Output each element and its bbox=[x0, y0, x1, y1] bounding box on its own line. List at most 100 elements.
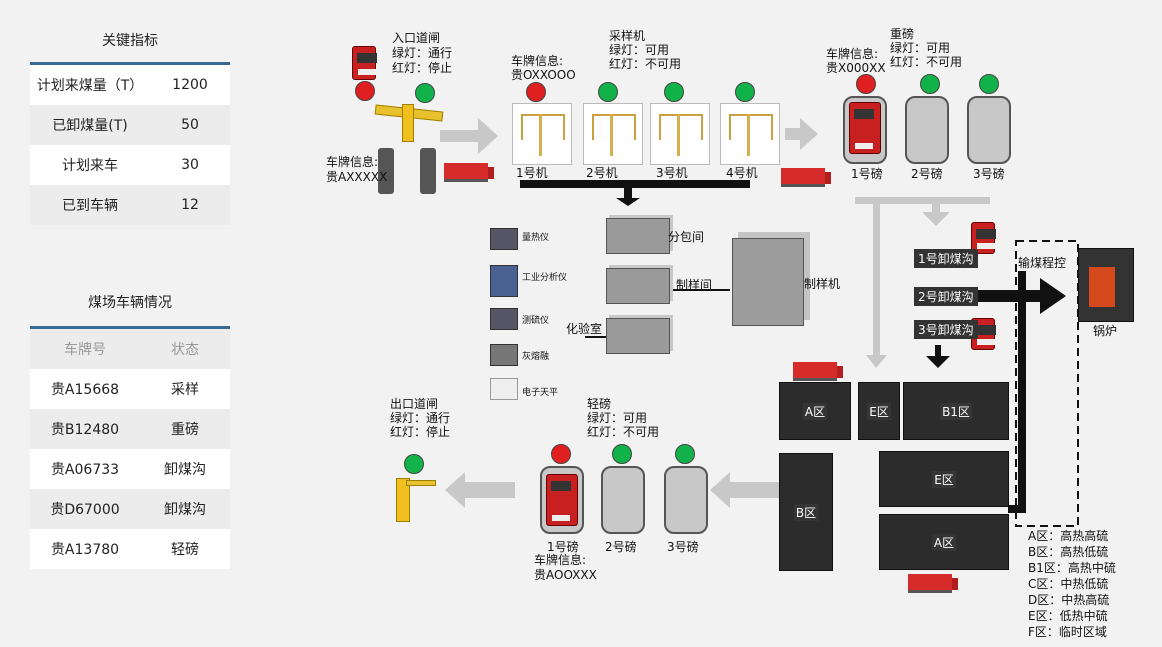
zone-a2[interactable]: A区 bbox=[879, 514, 1009, 570]
sampler-machine-icon[interactable] bbox=[720, 103, 780, 165]
truck-icon bbox=[352, 46, 377, 80]
green-light-icon bbox=[612, 444, 632, 464]
sample-machine-icon[interactable] bbox=[732, 238, 804, 326]
kpi-label: 计划来车 bbox=[62, 158, 118, 174]
status-cell: 重磅 bbox=[171, 422, 199, 438]
sampler-machine-icon[interactable] bbox=[512, 103, 572, 165]
plate-cell: 贵D67000 bbox=[50, 502, 120, 518]
scale-icon[interactable] bbox=[664, 466, 708, 534]
arrow-left bbox=[445, 472, 515, 508]
table-row[interactable]: 贵A13780 轻磅 bbox=[30, 529, 230, 569]
plate-cell: 贵A15668 bbox=[50, 382, 120, 398]
machine-label: 1号机 bbox=[516, 166, 548, 180]
sampler-machine-icon[interactable] bbox=[650, 103, 710, 165]
entry-plate: 贵AXXXXX bbox=[326, 170, 388, 184]
red-light-icon bbox=[526, 82, 546, 102]
green-light-icon bbox=[979, 74, 999, 94]
scale-icon[interactable] bbox=[967, 96, 1011, 164]
pit-label[interactable]: 3号卸煤沟 bbox=[914, 320, 978, 339]
scale-icon[interactable] bbox=[905, 96, 949, 164]
green-light-icon bbox=[675, 444, 695, 464]
status-cell: 卸煤沟 bbox=[164, 462, 206, 478]
light-scale-red: 红灯：不可用 bbox=[587, 425, 660, 439]
prep-room-label: 制样间 bbox=[676, 278, 713, 292]
heavy-scale-green: 绿灯：可用 bbox=[890, 41, 951, 55]
prep-room-icon[interactable] bbox=[606, 268, 670, 304]
arrow-down bbox=[922, 200, 950, 226]
gate-barrier-icon bbox=[406, 480, 436, 486]
green-light-icon bbox=[404, 454, 424, 474]
zone-b[interactable]: B区 bbox=[779, 453, 833, 571]
heavy-plate: 贵X000XX bbox=[826, 61, 886, 75]
zone-e[interactable]: E区 bbox=[858, 382, 900, 440]
heavy-scale-title: 重磅 bbox=[890, 27, 915, 41]
scale-label: 1号磅 bbox=[851, 167, 883, 181]
truck-icon bbox=[971, 222, 996, 254]
status-cell: 卸煤沟 bbox=[164, 502, 206, 518]
plate-cell: 贵A13780 bbox=[50, 542, 120, 558]
pit-label[interactable]: 1号卸煤沟 bbox=[914, 249, 978, 268]
down-line bbox=[873, 197, 880, 357]
gate-post-icon bbox=[402, 104, 414, 142]
arrow-left bbox=[710, 472, 780, 508]
lab-room-icon[interactable] bbox=[606, 318, 670, 354]
heavy-plate-label: 车牌信息: bbox=[826, 47, 879, 61]
kpi-row: 已卸煤量(T)50 bbox=[30, 105, 230, 145]
light-scale-green: 绿灯：可用 bbox=[587, 411, 648, 425]
boiler-icon[interactable] bbox=[1078, 248, 1134, 322]
arrow-right bbox=[440, 118, 498, 154]
pack-room-icon[interactable] bbox=[606, 218, 670, 254]
entry-gate-green: 绿灯：通行 bbox=[392, 46, 453, 60]
light-scale-title: 轻磅 bbox=[587, 397, 612, 411]
machine-label: 4号机 bbox=[726, 166, 758, 180]
sampler-machine-icon[interactable] bbox=[583, 103, 643, 165]
arrow-down bbox=[616, 188, 640, 206]
sample-machine-label: 制样机 bbox=[804, 277, 841, 291]
heavy-scale-red: 红灯：不可用 bbox=[890, 55, 963, 69]
red-light-icon bbox=[551, 444, 571, 464]
gate-post-icon bbox=[396, 478, 410, 522]
light-plate: 贵AOOXXX bbox=[534, 568, 597, 582]
green-light-icon bbox=[735, 82, 755, 102]
sampler-title: 采样机 bbox=[609, 29, 646, 43]
lab-room-label: 化验室 bbox=[566, 322, 603, 336]
table-row[interactable]: 贵D67000 卸煤沟 bbox=[30, 489, 230, 529]
pack-room-label: 分包间 bbox=[668, 230, 705, 244]
table-row[interactable]: 贵A06733 卸煤沟 bbox=[30, 449, 230, 489]
scale-icon[interactable] bbox=[601, 466, 645, 534]
red-light-icon bbox=[856, 74, 876, 94]
scale-label: 2号磅 bbox=[605, 540, 637, 554]
status-cell: 轻磅 bbox=[171, 542, 199, 558]
plate-cell: 贵A06733 bbox=[50, 462, 120, 478]
zone-b1[interactable]: B1区 bbox=[903, 382, 1009, 440]
instrument-label: 工业分析仪 bbox=[522, 273, 568, 283]
zone-a[interactable]: A区 bbox=[779, 382, 851, 440]
machine-label: 3号机 bbox=[656, 166, 688, 180]
dashed-box bbox=[1015, 240, 1079, 527]
entry-plate-label: 车牌信息: bbox=[326, 155, 379, 169]
pit-label[interactable]: 2号卸煤沟 bbox=[914, 287, 978, 306]
zone-e2[interactable]: E区 bbox=[879, 451, 1009, 507]
boiler-label: 锅炉 bbox=[1093, 324, 1118, 338]
kpi-value: 30 bbox=[181, 157, 199, 173]
vehicles-header: 车牌号状态 bbox=[30, 329, 230, 369]
table-row[interactable]: 贵A15668 采样 bbox=[30, 369, 230, 409]
truck-icon bbox=[781, 168, 831, 187]
instrument-label: 电子天平 bbox=[522, 388, 559, 398]
arrow-down bbox=[866, 355, 887, 368]
truck-icon bbox=[444, 163, 494, 182]
red-light-icon bbox=[355, 81, 375, 101]
kiosk-icon bbox=[420, 148, 436, 194]
scale-label: 1号磅 bbox=[547, 540, 579, 554]
status-cell: 采样 bbox=[171, 382, 199, 398]
heavy-scale-bar bbox=[855, 197, 990, 204]
kpi-row: 计划来煤量（T）1200 bbox=[30, 65, 230, 105]
scale-label: 3号磅 bbox=[973, 167, 1005, 181]
kpi-value: 12 bbox=[181, 197, 199, 213]
kpi-label: 已卸煤量(T) bbox=[52, 118, 128, 134]
